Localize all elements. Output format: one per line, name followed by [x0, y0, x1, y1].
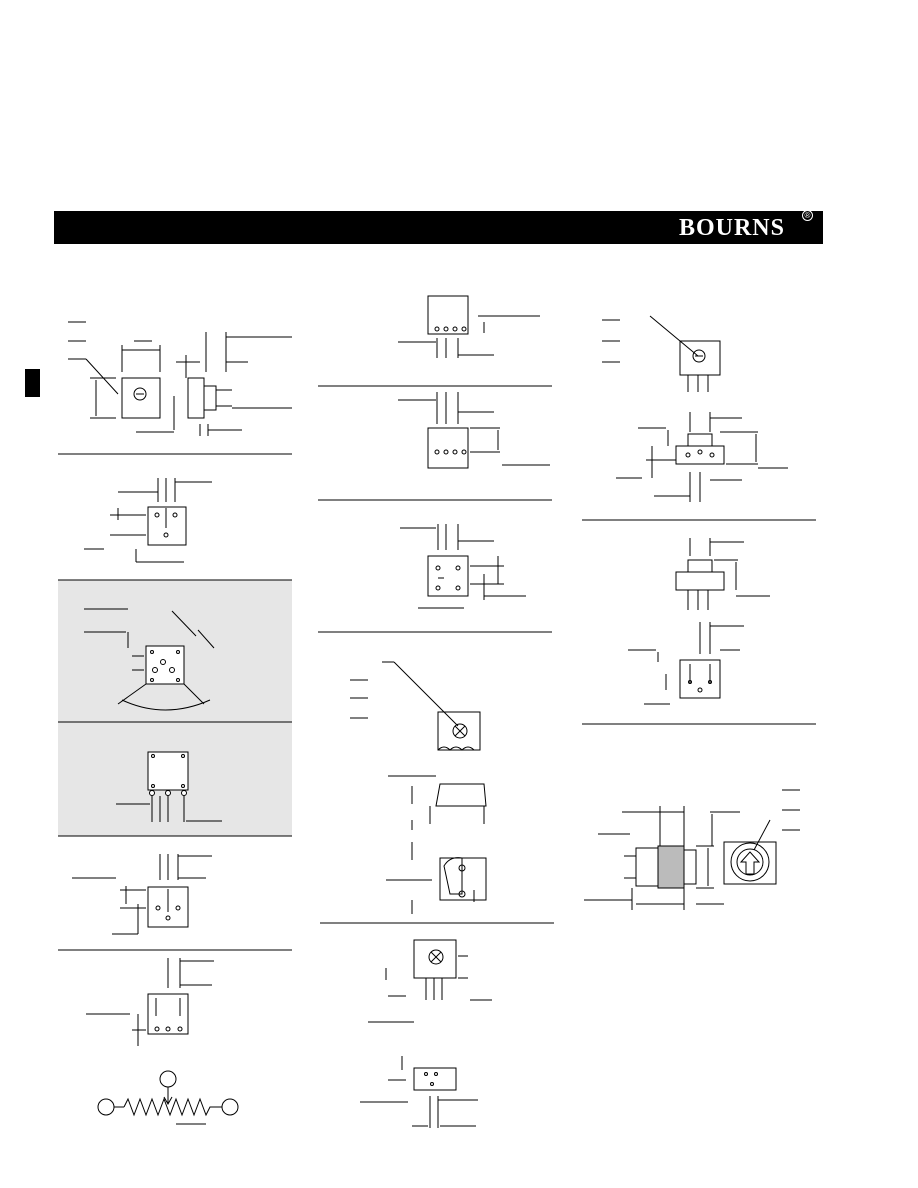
drawing-bottom-view	[116, 751, 222, 822]
schematic-symbol	[97, 1070, 239, 1125]
left-dividers	[58, 453, 292, 951]
middle-dividers	[318, 385, 554, 924]
drawing-rotation-angles	[84, 608, 215, 711]
drawing-mid-5	[360, 939, 492, 1128]
drawing-front-pins	[86, 958, 214, 1046]
bourns-logo: BOURNS	[678, 215, 785, 241]
section-tab	[25, 369, 40, 397]
drawing-mid-3	[400, 524, 526, 609]
drawing-top-adjust-side	[68, 321, 292, 436]
registered-mark: ®	[802, 210, 813, 221]
right-dividers	[582, 519, 816, 725]
drawing-mid-1	[398, 295, 540, 358]
drawing-right-1	[602, 315, 788, 502]
drawing-pcb-layout-2	[72, 854, 212, 935]
drawing-mid-4	[350, 661, 487, 914]
drawing-mid-2	[398, 392, 550, 469]
drawing-right-2	[628, 538, 770, 705]
drawing-right-3-side-and-dial	[584, 789, 800, 910]
drawing-pcb-layout-1	[84, 478, 212, 563]
header-bar: BOURNS ®	[54, 210, 823, 244]
